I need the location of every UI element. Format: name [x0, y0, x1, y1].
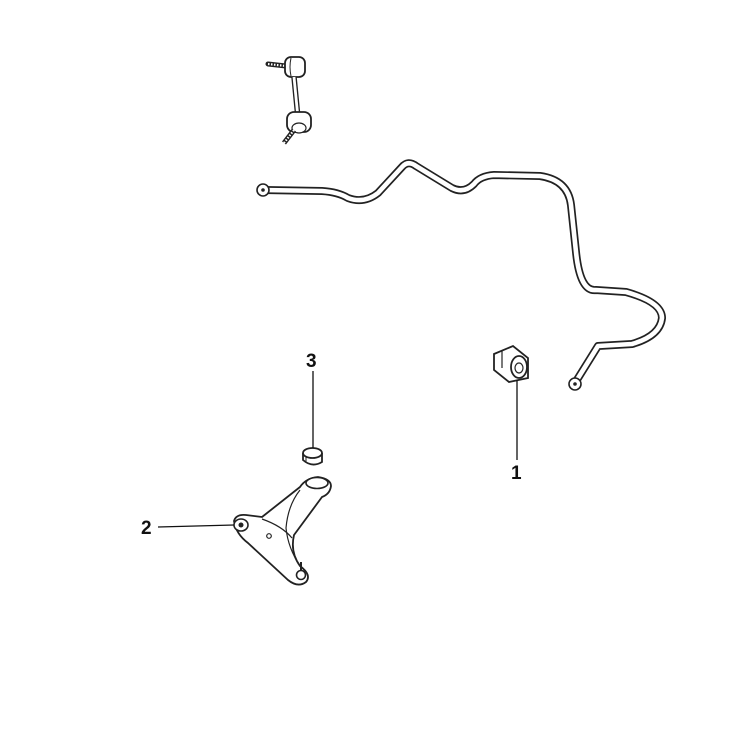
callout-label-3: 3 — [306, 351, 317, 372]
stabilizer-bar-icon[interactable] — [256, 159, 666, 391]
lower-control-arm-icon[interactable] — [233, 476, 332, 586]
callout-label-2: 2 — [141, 518, 152, 539]
stabilizer-bushing-icon[interactable] — [493, 344, 529, 383]
stabilizer-link-icon[interactable] — [265, 56, 312, 145]
callout-leader-2 — [157, 524, 235, 528]
callout-label-1: 1 — [511, 463, 522, 484]
control-arm-bushing-icon[interactable] — [302, 447, 323, 466]
